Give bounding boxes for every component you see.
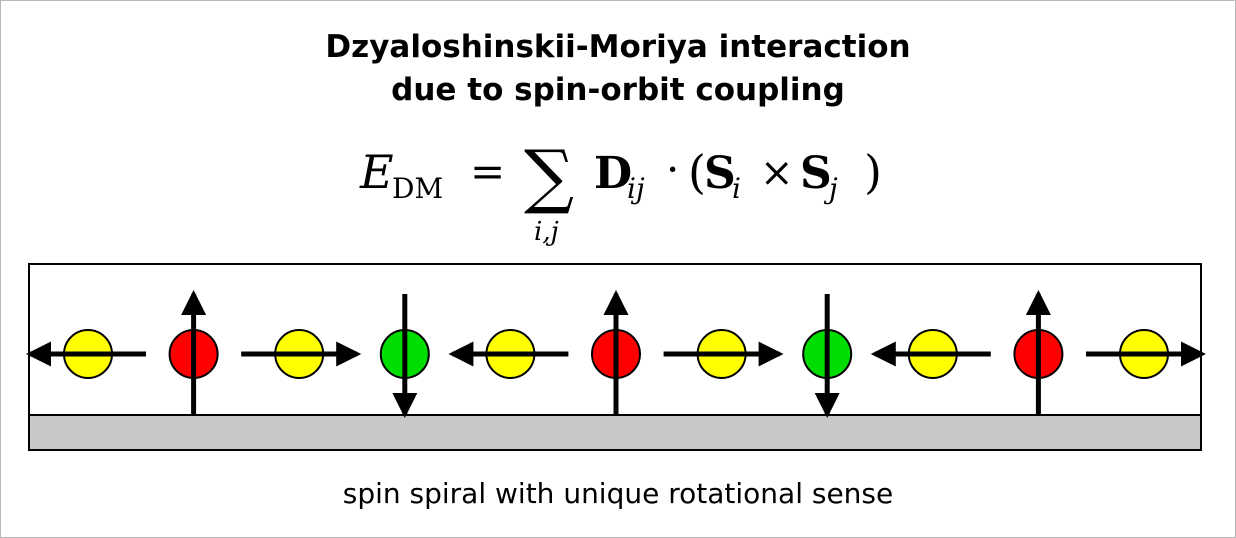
formula-sum-symbol: ∑	[524, 135, 574, 217]
substrate-layer	[28, 414, 1202, 451]
formula-open-paren: (	[688, 145, 706, 199]
formula-cross: ×	[760, 150, 794, 196]
formula-s-i: S	[704, 148, 736, 199]
spin-8	[802, 294, 853, 419]
spin-5	[448, 329, 569, 379]
formula-d-subscript: ij	[627, 172, 645, 205]
figure-caption: spin spiral with unique rotational sense	[342, 477, 894, 510]
spin-3	[241, 329, 362, 379]
formula-dot: ·	[666, 145, 679, 194]
title-line-2: due to spin-orbit coupling	[391, 72, 845, 108]
formula-energy-symbol: E	[359, 145, 394, 199]
formula-d-vector: D	[594, 148, 632, 199]
spin-1	[25, 329, 146, 379]
spin-spiral-svg	[25, 263, 1207, 451]
formula-equals: =	[470, 147, 505, 196]
formula-svg: E DM = ∑ i,j D ij · ( S i × S j )	[359, 135, 882, 247]
spin-11	[1086, 329, 1207, 379]
formula-close-paren: )	[864, 145, 882, 199]
formula-s-j: S	[800, 148, 832, 199]
title-line-1: Dzyaloshinskii-Moriya interaction	[325, 29, 911, 65]
spin-spiral-diagram	[0, 258, 1236, 458]
spin-4	[379, 294, 430, 419]
spin-7	[663, 329, 784, 379]
spins-layer	[25, 289, 1207, 419]
spin-2	[168, 289, 219, 414]
figure-title: Dzyaloshinskii-Moriya interaction due to…	[0, 26, 1236, 112]
formula-energy-subscript: DM	[392, 172, 443, 205]
dm-energy-formula: E DM = ∑ i,j D ij · ( S i × S j )	[0, 118, 1236, 248]
spin-9	[870, 329, 991, 379]
formula-sum-index: i,j	[534, 217, 559, 247]
spin-6	[591, 289, 641, 414]
spin-10	[1013, 289, 1064, 414]
formula-s-i-subscript: i	[732, 172, 741, 205]
